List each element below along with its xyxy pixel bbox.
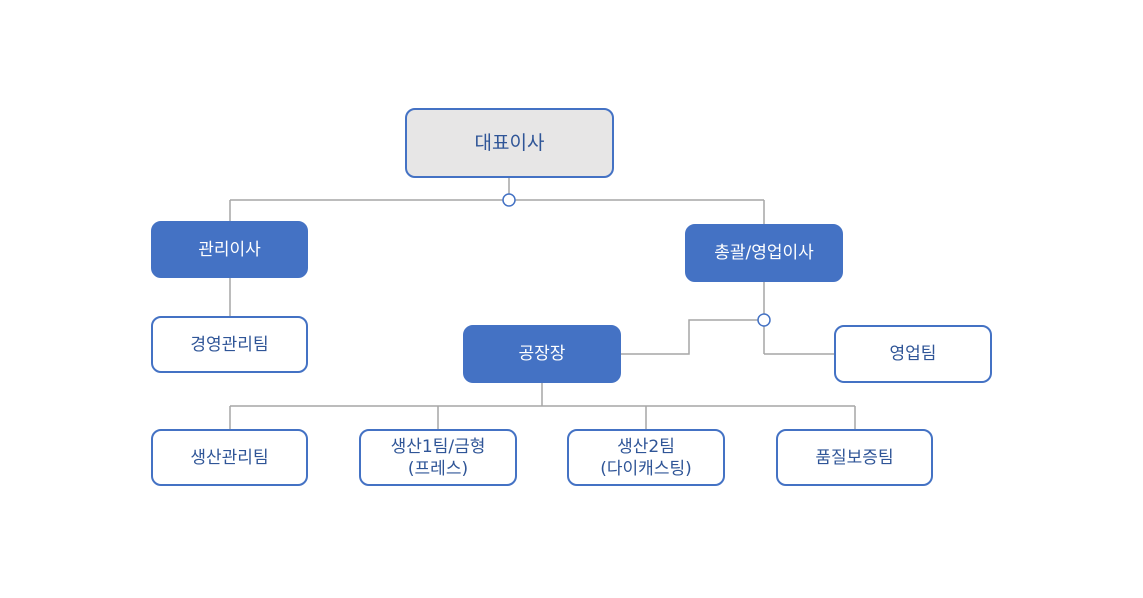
connector-to-plant-manager — [620, 319, 764, 355]
prod-mgmt-team-box: 생산관리팀 — [151, 429, 308, 486]
prod-team-1-box: 생산1팀/금형 (프레스) — [359, 429, 517, 486]
junction-dot-sales-director — [757, 313, 771, 327]
ceo-box: 대표이사 — [405, 108, 614, 178]
sales-team-box: 영업팀 — [834, 325, 992, 383]
admin-director-box: 관리이사 — [151, 221, 308, 278]
prod-team-2-box: 생산2팀 (다이캐스팅) — [567, 429, 725, 486]
mgmt-team-box: 경영관리팀 — [151, 316, 308, 373]
plant-manager-box: 공장장 — [463, 325, 621, 383]
qa-team-box: 품질보증팀 — [776, 429, 933, 486]
sales-director-box: 총괄/영업이사 — [685, 224, 843, 282]
junction-dot-ceo — [502, 193, 516, 207]
